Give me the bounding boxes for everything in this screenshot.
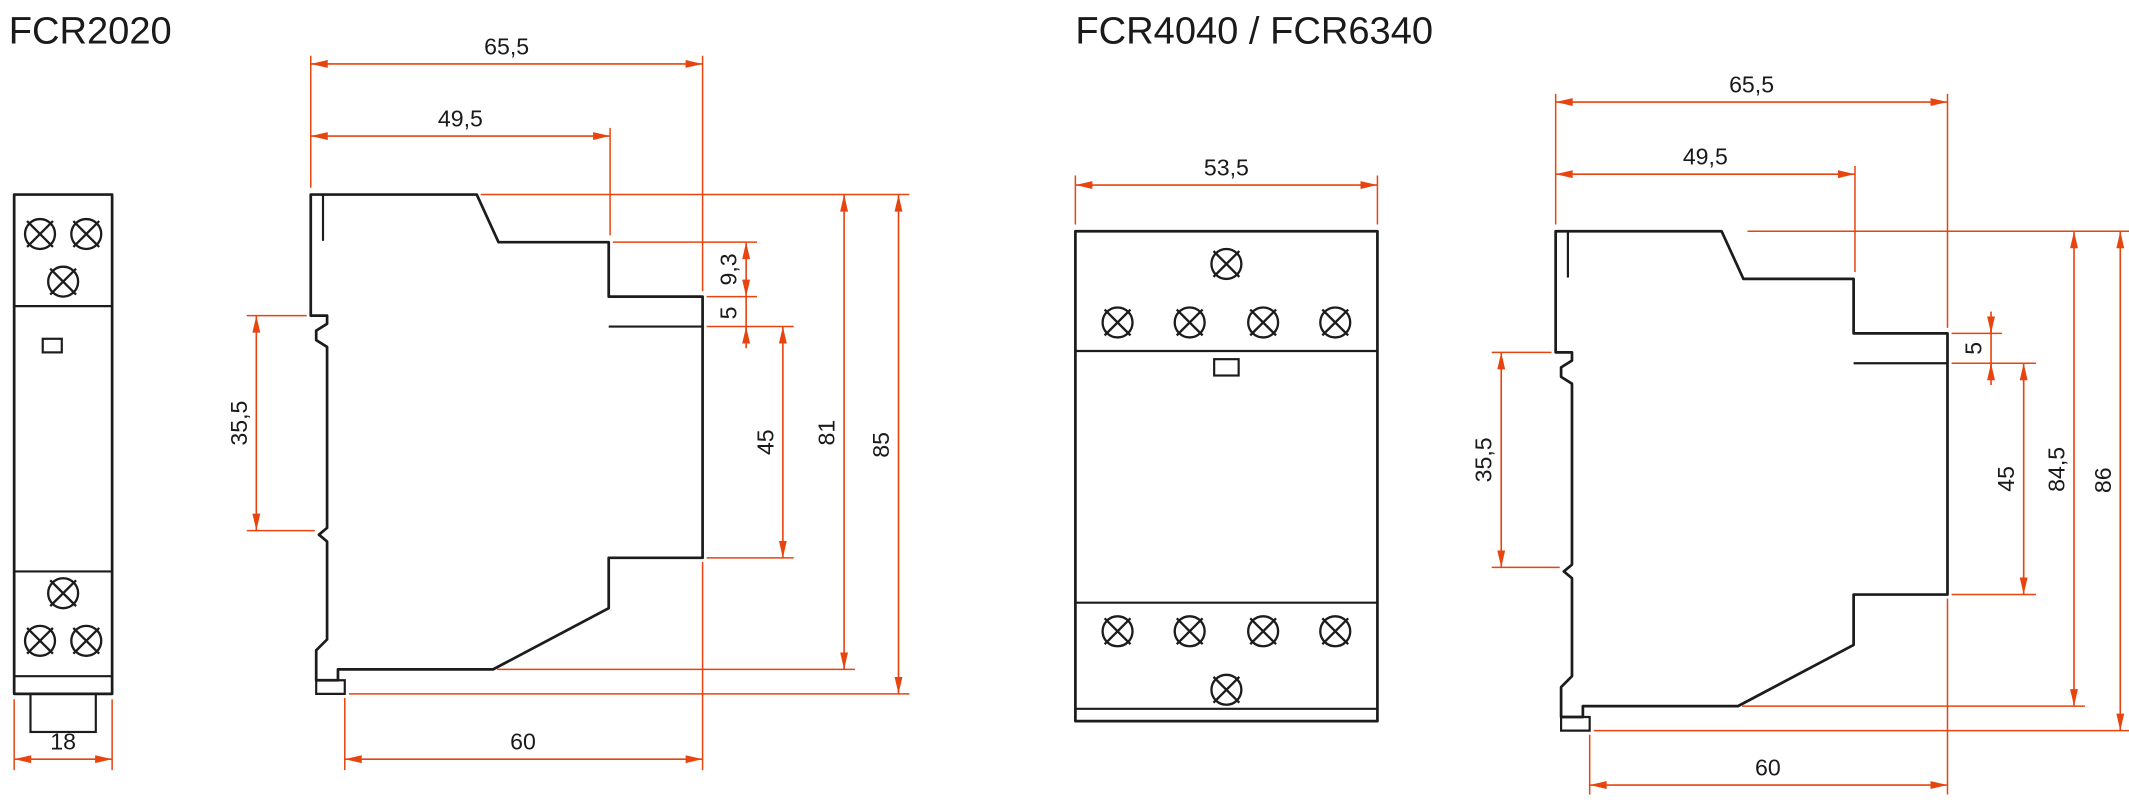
screw-icon <box>1173 615 1206 648</box>
din-clip-tab <box>315 679 346 695</box>
screw-icon <box>1210 247 1243 281</box>
dim-label-front-width: 53,5 <box>1204 155 1249 181</box>
din-clip-tab <box>1560 715 1591 732</box>
indicator-window <box>1213 358 1240 377</box>
side-view-outline <box>309 193 704 682</box>
screw-icon <box>1247 615 1280 648</box>
dim-label-rail-recess: 35,5 <box>226 401 252 446</box>
dim-rail-recess: 35,5 <box>226 314 315 532</box>
front-view-outline <box>1074 229 1379 723</box>
dim-body-height: 84,5 <box>1742 230 2129 707</box>
dim-label-front-face: 45 <box>752 429 778 455</box>
screw-icon <box>47 577 80 610</box>
dim-overall-height: 86 <box>1593 231 2129 732</box>
dim-label-rail-recess: 35,5 <box>1471 437 1497 482</box>
fcr2020-side-view: 65,5 49,5 9,3 5 45 <box>226 33 910 771</box>
dim-front-lip: 5 <box>1951 311 2036 386</box>
dim-label-upper-width: 49,5 <box>1683 144 1728 170</box>
dim-label-front-lip: 5 <box>716 306 742 319</box>
dim-label-body-height: 81 <box>814 420 840 446</box>
dim-overall-width: 65,5 <box>310 33 704 292</box>
dim-label-front-step: 9,3 <box>716 253 742 285</box>
dim-label-base-width: 60 <box>1755 755 1781 781</box>
screw-icon <box>1210 673 1243 706</box>
dim-label-base-width: 60 <box>510 729 536 755</box>
dim-label-overall-width: 65,5 <box>484 33 529 59</box>
screw-icon <box>1319 306 1352 339</box>
dim-label-upper-width: 49,5 <box>438 106 483 132</box>
dim-overall-height: 85 <box>348 194 910 695</box>
screw-icon <box>1101 615 1134 648</box>
screw-icon <box>70 217 103 251</box>
dim-base-width: 60 <box>1588 598 1949 795</box>
fcr4040-side-view: 65,5 49,5 5 45 84,5 <box>1471 72 2129 795</box>
dim-label-body-height: 84,5 <box>2043 447 2069 492</box>
din-clip-foot <box>29 692 97 734</box>
screw-icon <box>1319 615 1352 648</box>
dim-overall-width: 65,5 <box>1554 72 1949 328</box>
dim-label-overall-height: 85 <box>868 432 894 458</box>
dim-front-face: 45 <box>706 326 794 559</box>
dim-front-face: 45 <box>1951 363 2036 596</box>
dim-base-width: 60 <box>344 561 704 771</box>
front-view-outline <box>12 193 114 696</box>
screw-icon <box>70 624 103 657</box>
indicator-window <box>41 337 63 354</box>
dim-front-step: 9,3 <box>612 241 758 298</box>
dim-label-front-lip: 5 <box>1961 342 1987 355</box>
dim-upper-width: 49,5 <box>1555 144 1856 273</box>
dim-upper-width: 49,5 <box>310 106 611 236</box>
screw-icon <box>1101 306 1134 339</box>
dim-front-lip: 5 <box>706 296 794 349</box>
screw-icon <box>23 217 57 251</box>
fcr2020-front-view: 18 <box>12 193 114 771</box>
screw-icon <box>1173 306 1206 339</box>
fcr4040-front-view: 53,5 <box>1074 155 1379 723</box>
dim-label-front-width: 18 <box>50 729 76 755</box>
side-view-outline <box>1554 229 1949 719</box>
right-product-title: FCR4040 / FCR6340 <box>1075 11 1433 53</box>
dim-label-overall-width: 65,5 <box>1729 72 1774 98</box>
dim-front-width: 53,5 <box>1074 155 1379 225</box>
screw-icon <box>47 265 80 298</box>
dim-body-height: 81 <box>480 193 910 671</box>
dim-label-front-face: 45 <box>1993 466 2019 492</box>
dim-front-width: 18 <box>13 699 113 771</box>
left-product-title: FCR2020 <box>9 11 172 53</box>
dim-rail-recess: 35,5 <box>1471 351 1560 569</box>
screw-icon <box>23 624 57 657</box>
screw-icon <box>1247 306 1280 339</box>
dim-label-overall-height: 86 <box>2090 467 2116 493</box>
